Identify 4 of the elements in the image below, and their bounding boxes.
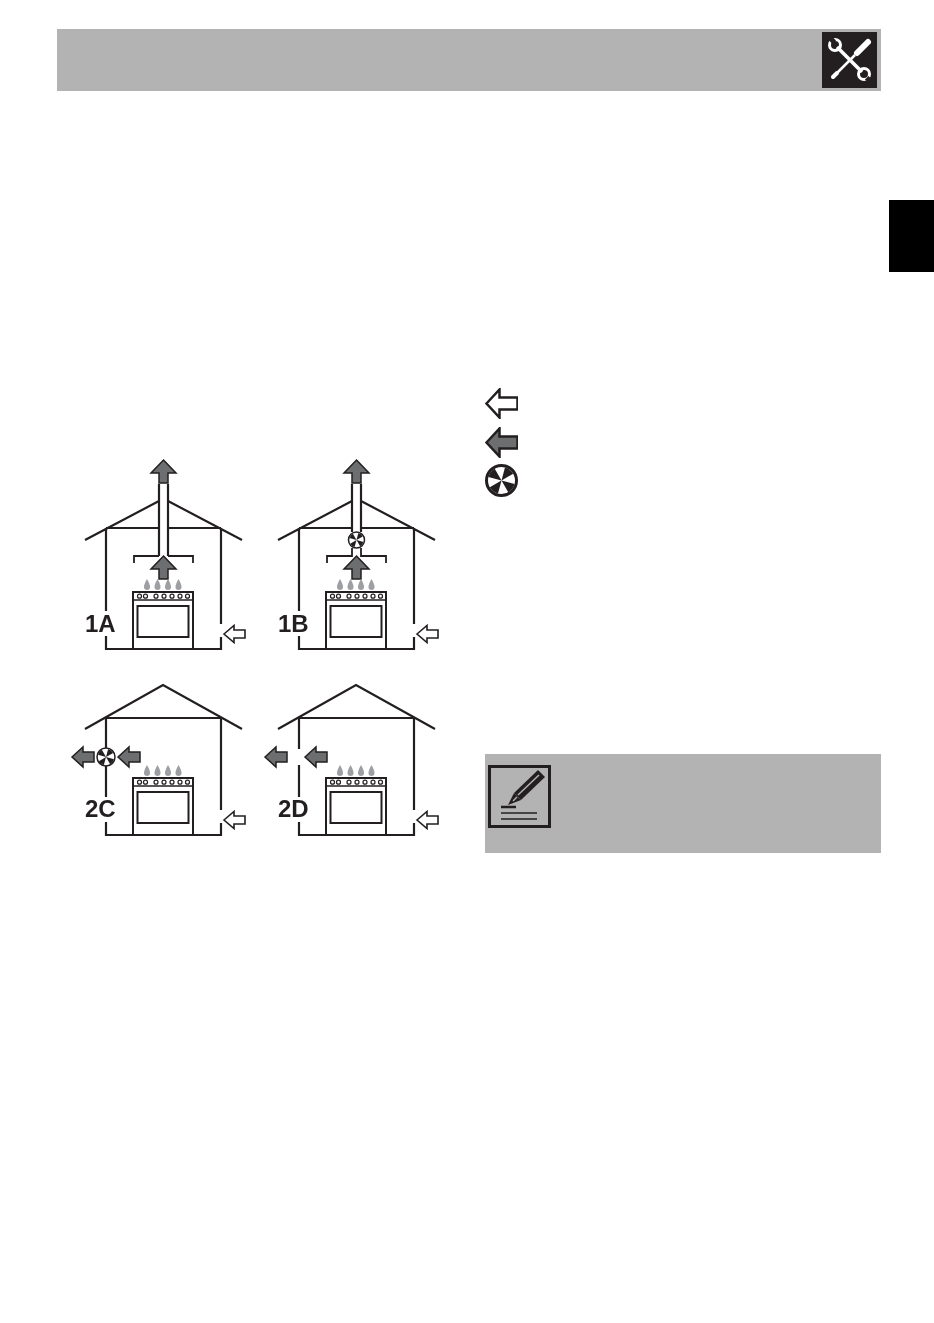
figure-label: 2D bbox=[278, 797, 309, 821]
figure-label: 1B bbox=[278, 612, 309, 636]
figure-label: 2C bbox=[85, 797, 116, 821]
figure-label: 1A bbox=[85, 612, 116, 636]
